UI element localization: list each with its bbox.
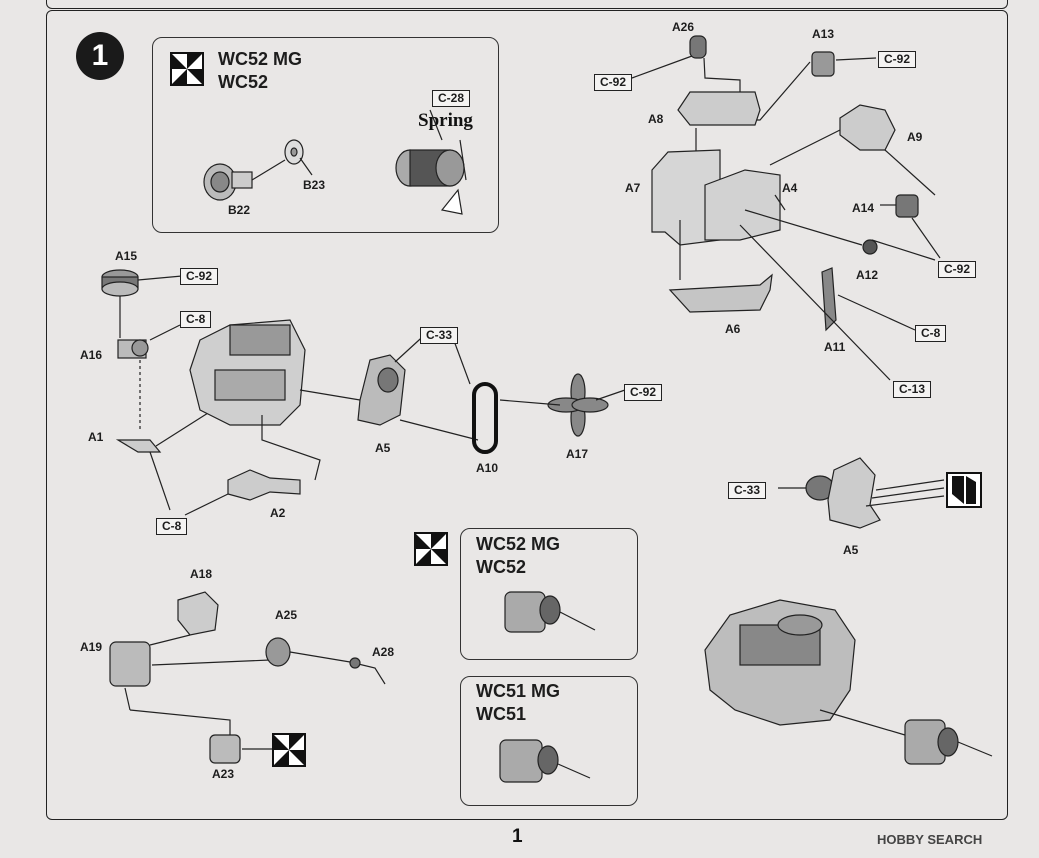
label-a17: A17 (566, 447, 589, 461)
variant-title-top-line1: WC52 MG (218, 49, 303, 69)
label-a16: A16 (80, 348, 103, 362)
top-frame-edge (46, 0, 1008, 9)
label-a7: A7 (625, 181, 641, 195)
label-b23: B23 (303, 178, 326, 192)
step-number-badge: 1 (76, 32, 124, 80)
label-a14: A14 (852, 201, 875, 215)
label-c13: C-13 (893, 381, 932, 398)
variant-symbol-icon (414, 532, 448, 566)
label-a5-mid: A5 (375, 441, 391, 455)
alt-variant-symbol-icon (946, 472, 982, 508)
label-c33-top: C-33 (420, 327, 459, 344)
watermark-brand: HOBBY (877, 832, 924, 847)
variant-symbol-icon (272, 733, 306, 767)
label-c92-a15: C-92 (180, 268, 219, 285)
label-a8: A8 (648, 112, 664, 126)
label-a10: A10 (476, 461, 499, 475)
variant-title-center-b-line1: WC51 MG (476, 681, 561, 701)
label-c92-right: C-92 (938, 261, 977, 278)
label-c33-right: C-33 (728, 482, 767, 499)
watermark-suffix: SEARCH (927, 832, 983, 847)
label-c92-a26: C-92 (594, 74, 633, 91)
label-a2: A2 (270, 506, 286, 520)
label-a13: A13 (812, 27, 835, 41)
variant-symbol-icon (170, 52, 204, 86)
variant-panel-top (152, 37, 499, 233)
label-b22: B22 (228, 203, 251, 217)
variant-title-center-a-line2: WC52 (476, 557, 527, 577)
label-c92-a17: C-92 (624, 384, 663, 401)
label-a25: A25 (275, 608, 298, 622)
variant-panel-center-b (460, 676, 638, 806)
label-a23: A23 (212, 767, 235, 781)
label-a4: A4 (782, 181, 798, 195)
label-a11: A11 (824, 340, 846, 354)
label-a12: A12 (856, 268, 879, 282)
label-a26: A26 (672, 20, 695, 34)
label-c28: C-28 (432, 90, 471, 107)
variant-title-center-b-line2: WC51 (476, 704, 527, 724)
label-a15: A15 (115, 249, 138, 263)
instruction-frame (46, 10, 1008, 820)
label-a6: A6 (725, 322, 741, 336)
label-a18: A18 (190, 567, 213, 581)
variant-panel-center-a (460, 528, 638, 660)
label-a1: A1 (88, 430, 104, 444)
page-number: 1 (512, 826, 523, 847)
label-a19: A19 (80, 640, 103, 654)
label-c8-bottom: C-8 (156, 518, 188, 535)
variant-title-center-a-line1: WC52 MG (476, 534, 561, 554)
label-c8-a16: C-8 (180, 311, 212, 328)
label-a9: A9 (907, 130, 923, 144)
label-a28: A28 (372, 645, 395, 659)
label-a5-right: A5 (843, 543, 859, 557)
label-c8-right: C-8 (915, 325, 947, 342)
watermark: HOBBY SEARCH (877, 832, 982, 847)
variant-title-top-line2: WC52 (218, 72, 269, 92)
label-c92-a13: C-92 (878, 51, 917, 68)
